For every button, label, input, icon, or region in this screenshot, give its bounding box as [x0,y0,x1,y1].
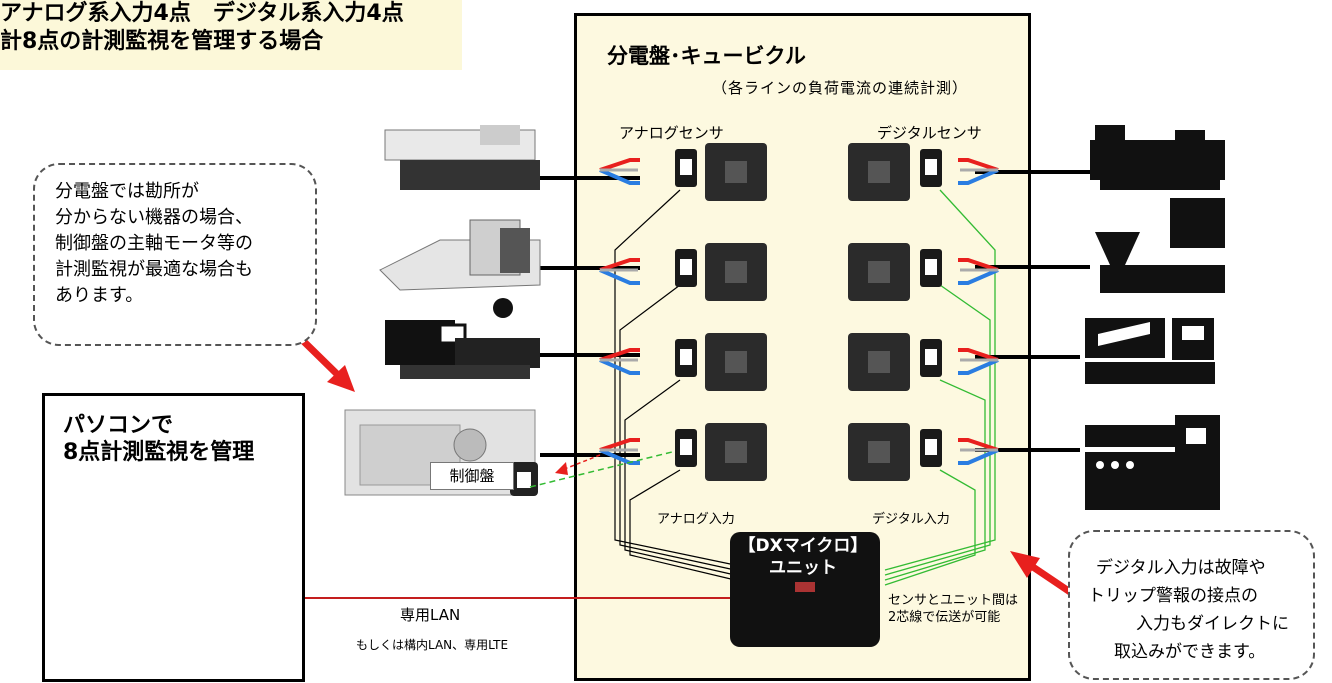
blue-wire [599,268,640,285]
machine-icon-mixer [1095,198,1225,293]
dx-unit-label-line-1: 【DXマイクロ】 [738,536,868,556]
dx-unit-case-icon [730,532,880,647]
note-right-bubble: デジタル入力は故障や トリップ警報の接点の 入力もダイレクトに 取込みができます… [1068,530,1315,680]
breaker-toggle [868,261,890,283]
ct-sensor-window [925,439,937,455]
red-wire [599,158,640,172]
note-right-line: 入力もダイレクトに [1136,614,1289,634]
breaker-toggle [725,161,747,183]
pc-monitoring-box [42,393,305,682]
red-wire [958,438,999,452]
control-panel-dashed-arrow [561,454,601,471]
machine-icon-lathe [1090,125,1225,190]
breaker-toggle [725,441,747,463]
breaker-sensor-group [599,143,767,201]
dx-unit-label-line-2: ユニット [769,558,837,578]
ct-sensor-window [925,159,937,175]
breaker-toggle [725,261,747,283]
control-panel-label: 制御盤 [430,462,514,490]
machine-icon-control-unit [1085,318,1215,384]
note-left-line: 分電盤では勘所が [55,181,199,202]
control-panel-signal-line [529,451,673,488]
analog-input-label: アナログ入力 [657,512,735,527]
ct-sensor-window [680,259,692,275]
analog-wiring [614,189,736,581]
green-wiring [884,189,996,586]
machine-icon-gantry-mill [379,219,541,291]
digital-sensor-label: デジタルセンサ [877,124,982,142]
ct-sensor-window [680,159,692,175]
diagram-title: アナログ系入力4点 デジタル系入力4点 計8点の計測監視を管理する場合 [0,0,462,70]
ct-sensor-window [680,439,692,455]
blue-wire [599,168,640,185]
wiring-note-line-2: 2芯線で伝送が可能 [888,610,1001,625]
breaker-sensor-group [848,333,999,391]
red-wire [958,158,999,172]
load-lines [540,170,1090,457]
digital-breaker-column [848,143,999,481]
red-wire [599,258,640,272]
digital-input-label: デジタル入力 [872,512,950,527]
blue-wire [599,358,640,375]
breaker-toggle [868,441,890,463]
dx-unit-label: 【DXマイクロ】 ユニット [733,535,873,579]
title-line-1: アナログ系入力4点 デジタル系入力4点 [0,1,404,26]
machine-icon-control-cabinet [1085,415,1220,510]
wiring-note: センサとユニット間は 2芯線で伝送が可能 [888,592,1018,626]
machine-icon-injection-molder [384,125,540,190]
breaker-sensor-group [848,423,999,481]
pc-title-line-2: 8点計測監視を管理 [63,440,255,465]
note-right-line: 取込みができます。 [1114,642,1266,662]
ct-sensor-window [925,259,937,275]
breaker-toggle [868,161,890,183]
red-wire [958,348,999,362]
pc-title-line-1: パソコンで [63,413,174,438]
lan-sublabel: もしくは構内LAN、専用LTE [356,638,509,652]
analog-breaker-column [599,143,767,481]
breaker-sensor-group [599,333,767,391]
note-right-line: トリップ警報の接点の [1088,586,1258,606]
blue-wire [958,168,999,185]
pc-screen-title: Remort Monitor [114,505,169,513]
note-left-bubble: 分電盤では勘所が 分からない機器の場合、 制御盤の主軸モータ等の 計測監視が最適… [33,163,317,346]
panel-subtitle: （各ラインの負荷電流の連続計測） [712,79,969,97]
panel-title: 分電盤･キュービクル [607,44,806,68]
title-line-2: 計8点の計測監視を管理する場合 [0,29,324,54]
ct-sensor-window [680,349,692,365]
blue-wire [958,358,999,375]
note-left-line: 計測監視が最適な場合も [55,259,253,280]
note-left-line: 制御盤の主軸モータ等の [55,233,253,254]
breaker-toggle [725,351,747,373]
ct-sensor-icon [510,462,538,496]
red-wire [599,438,640,452]
breaker-toggle [868,351,890,373]
wiring-note-line-1: センサとユニット間は [888,593,1019,608]
blue-wire [958,448,999,465]
red-wire [958,258,999,272]
note-right-line: デジタル入力は故障や [1096,558,1266,578]
pc-title: パソコンで 8点計測監視を管理 [63,412,254,466]
lan-label: 専用LAN [400,606,461,624]
control-panel-arrowhead [555,462,568,475]
breaker-sensor-group [848,243,999,301]
machine-icon-extruder [385,298,540,379]
analog-sensor-label: アナログセンサ [619,124,724,142]
ct-sensor-window [925,349,937,365]
red-wire [599,348,640,362]
breaker-sensor-group [599,243,767,301]
breaker-sensor-group [848,143,999,201]
blue-wire [958,268,999,285]
note-left-line: あります。 [55,285,144,306]
note-left-line: 分からない機器の場合、 [55,207,253,228]
